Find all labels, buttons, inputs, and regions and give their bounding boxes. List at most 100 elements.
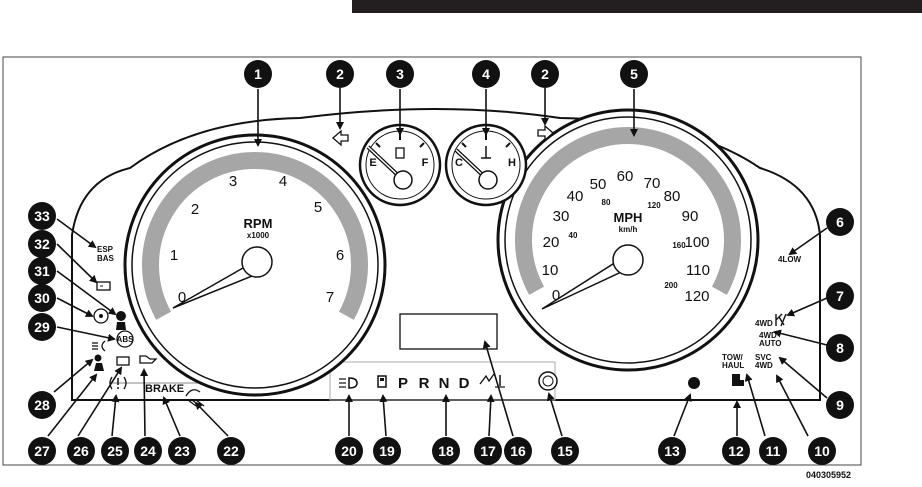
tach-tick-7: 7 — [326, 289, 334, 306]
oil-pressure-icon — [139, 355, 158, 364]
fuel-full-label: F — [422, 157, 429, 169]
callout-30: 30 — [28, 284, 56, 312]
panel-border — [2, 56, 862, 466]
callout-24: 24 — [134, 437, 162, 465]
callout-12: 12 — [722, 437, 750, 465]
abs-icon — [116, 330, 134, 348]
battery-icon — [96, 281, 111, 291]
seatbelt-icon — [116, 311, 126, 321]
svg-text:33: 33 — [34, 208, 50, 224]
svg-text:25: 25 — [107, 443, 123, 459]
kmh-tick-40: 40 — [569, 231, 578, 240]
callout-25: 25 — [101, 437, 129, 465]
callout-2-left: 2 — [326, 60, 354, 88]
callout-10: 10 — [808, 437, 836, 465]
mph-tick-90: 90 — [682, 208, 699, 225]
tow-haul-top: TOW/ — [722, 353, 744, 362]
svg-text:18: 18 — [438, 443, 454, 459]
brake-text: BRAKE — [145, 383, 184, 395]
callout-15: 15 — [551, 437, 579, 465]
callout-32: 32 — [28, 230, 56, 258]
fuel-pump-icon — [395, 147, 405, 159]
mph-tick-80: 80 — [664, 188, 681, 205]
kmh-tick-80: 80 — [602, 198, 611, 207]
esp-text: ESP — [97, 245, 114, 254]
svg-text:31: 31 — [34, 263, 50, 279]
callout-13: 13 — [658, 437, 686, 465]
kmh-label: km/h — [619, 225, 638, 234]
abs-text: ABS — [117, 335, 135, 344]
top-bar — [352, 0, 922, 13]
svg-text:2: 2 — [541, 66, 549, 82]
svg-text:29: 29 — [34, 319, 50, 335]
figure-code: 040305952 — [806, 470, 852, 480]
rpm-multiplier: x1000 — [247, 231, 270, 240]
tach-hub — [241, 246, 273, 278]
temp-gauge: C H — [444, 123, 528, 207]
svc-4wd-top: SVC — [755, 353, 772, 362]
callout-16: 16 — [504, 437, 532, 465]
airbag-icon — [94, 354, 102, 362]
callout-31: 31 — [28, 257, 56, 285]
svg-text:8: 8 — [836, 340, 844, 356]
four-wd-text: 4WD — [755, 319, 773, 328]
tach-tick-0: 0 — [178, 289, 186, 306]
svg-text:5: 5 — [630, 66, 638, 82]
speedometer: 0 10 20 30 40 50 60 70 80 90 100 110 120… — [496, 108, 760, 372]
callout-22: 22 — [217, 437, 245, 465]
rpm-label: RPM — [244, 216, 273, 231]
tachometer: 0 1 2 3 4 5 6 7 RPM x1000 — [123, 133, 387, 397]
four-wd-auto-top: 4WD — [759, 331, 777, 340]
cruise-indicator-icon — [688, 377, 700, 389]
kmh-tick-120: 120 — [647, 201, 661, 210]
callout-19: 19 — [373, 437, 401, 465]
callout-7: 7 — [826, 282, 854, 310]
callout-33: 33 — [28, 202, 56, 230]
callout-20: 20 — [335, 437, 363, 465]
mph-tick-10: 10 — [542, 262, 559, 279]
mph-tick-120: 120 — [684, 288, 709, 305]
left-turn-signal-icon — [332, 129, 349, 147]
svg-text:20: 20 — [341, 443, 357, 459]
callout-6: 6 — [826, 208, 854, 236]
svg-text:13: 13 — [664, 443, 680, 459]
callout-11: 11 — [759, 437, 787, 465]
tcs-off-icon — [775, 313, 787, 327]
callout-1: 1 — [244, 60, 272, 88]
callout-26: 26 — [67, 437, 95, 465]
callout-3: 3 — [386, 60, 414, 88]
svg-text:30: 30 — [34, 290, 50, 306]
callout-9: 9 — [826, 391, 854, 419]
callout-23: 23 — [168, 437, 196, 465]
door-ajar-icon — [732, 374, 744, 386]
mph-tick-100: 100 — [684, 234, 709, 251]
tach-tick-3: 3 — [229, 173, 237, 190]
svg-text:7: 7 — [836, 288, 844, 304]
fuel-gauge: E F — [358, 123, 442, 207]
temp-hot-label: H — [508, 157, 516, 169]
kmh-tick-160: 160 — [672, 241, 686, 250]
callouts: 1 2 3 4 2 5 6 7 8 9 10 11 12 13 15 16 17… — [28, 60, 854, 465]
check-engine-icon — [116, 356, 130, 366]
tach-tick-5: 5 — [314, 199, 322, 216]
svg-text:15: 15 — [557, 443, 573, 459]
fog-light-icon — [92, 340, 106, 352]
headlight-icon — [348, 377, 358, 389]
mph-tick-110: 110 — [686, 262, 710, 279]
four-wd-auto-bottom: AUTO — [759, 339, 782, 348]
svg-text:9: 9 — [836, 397, 844, 413]
callout-29: 29 — [28, 313, 56, 341]
callout-8: 8 — [826, 334, 854, 362]
svg-text:1: 1 — [254, 66, 262, 82]
svg-text:26: 26 — [73, 443, 89, 459]
svg-text:3: 3 — [396, 66, 404, 82]
odometer-display — [399, 313, 498, 350]
gear-d: D — [459, 375, 470, 392]
svg-text:10: 10 — [814, 443, 830, 459]
svg-text:17: 17 — [480, 443, 496, 459]
svg-text:19: 19 — [379, 443, 395, 459]
svg-text:6: 6 — [836, 214, 844, 230]
mph-tick-40: 40 — [567, 188, 584, 205]
callout-2-right: 2 — [531, 60, 559, 88]
fuel-low-icon — [377, 375, 387, 388]
